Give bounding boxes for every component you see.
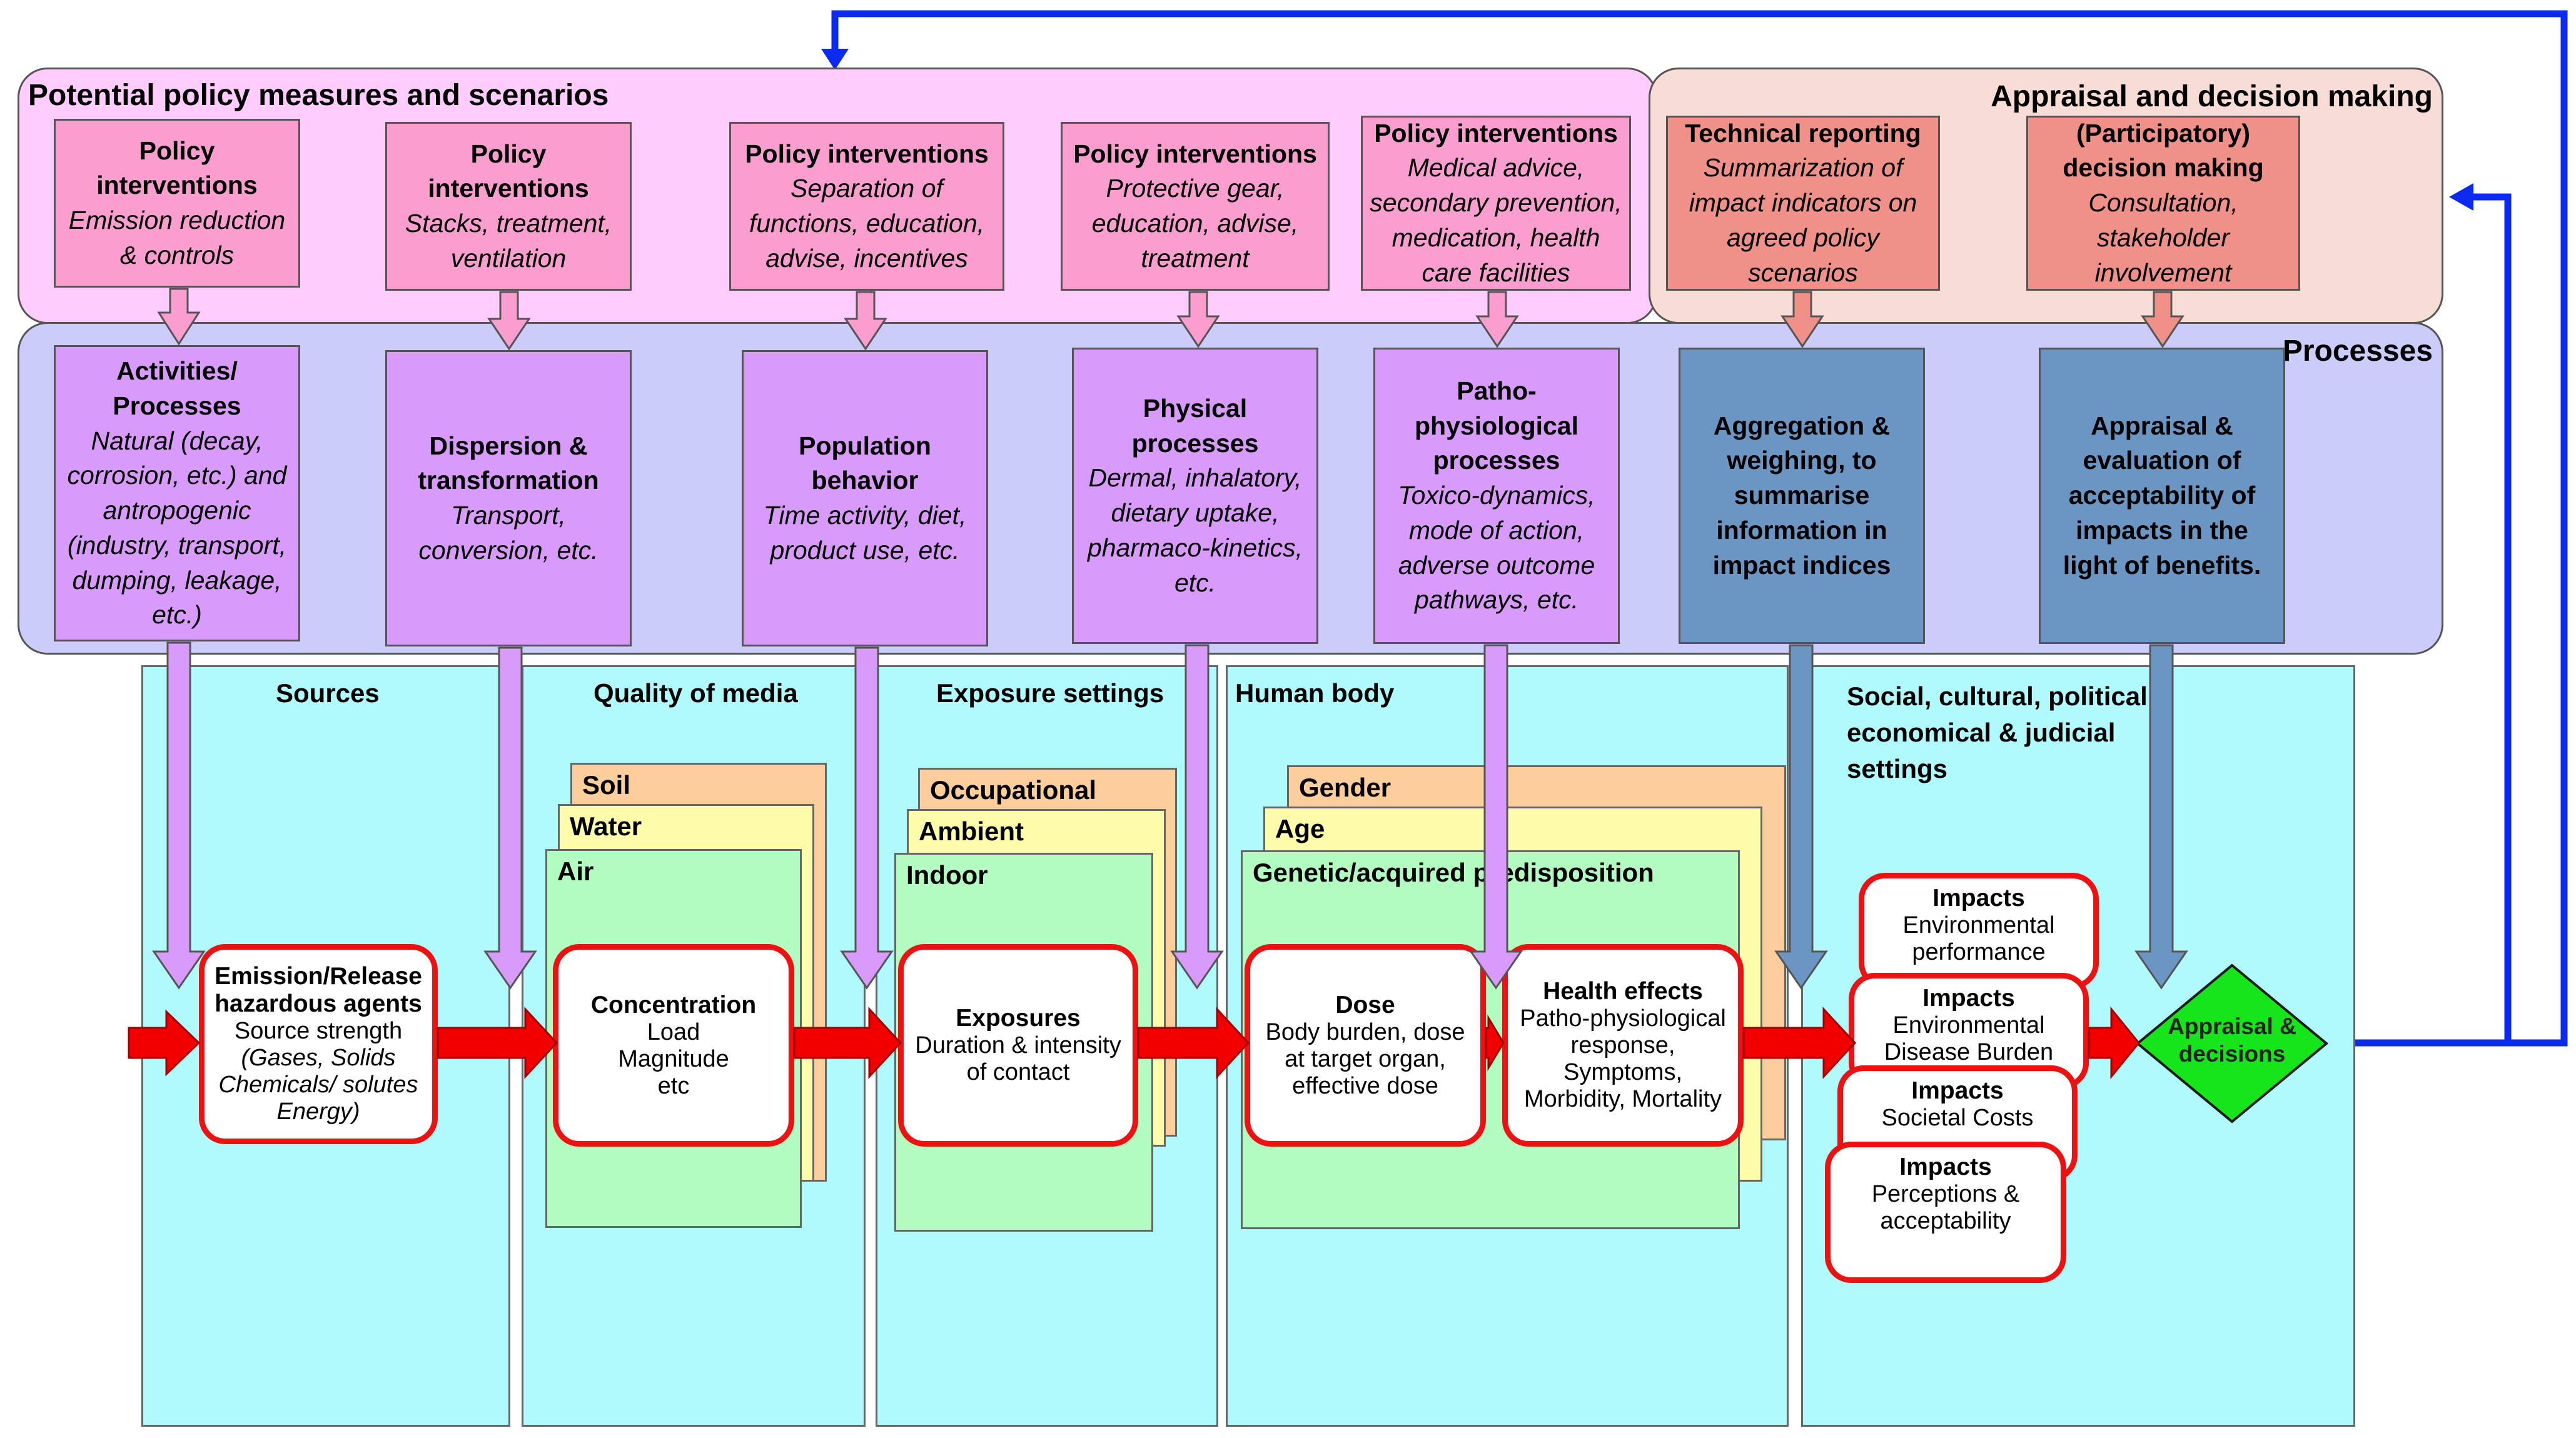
- chain-title: Emission/Release hazardous agents: [215, 963, 422, 1018]
- setting-title: Quality of media: [593, 678, 798, 708]
- chain-box-emission: Emission/Release hazardous agents Source…: [199, 944, 438, 1144]
- setting-title: Exposure settings: [936, 678, 1164, 708]
- policy-box-title: Policy interventions: [1073, 139, 1317, 168]
- impact-line: Societal Costs: [1881, 1105, 2034, 1132]
- feedback-arrowhead: [821, 49, 849, 70]
- process-box-desc: Time activity, diet, product use, etc.: [763, 501, 967, 565]
- policy-box-desc: Medical advice, secondary prevention, me…: [1370, 153, 1622, 287]
- decision-label-line: decisions: [2178, 1041, 2286, 1067]
- appraisal-band-title: Appraisal and decision making: [1991, 80, 2433, 113]
- process-box-title: Patho-physiological processes: [1415, 376, 1578, 475]
- chain-line: response,: [1570, 1032, 1675, 1059]
- feedback-line-right: [2470, 193, 2512, 1043]
- process-box-title: Population behavior: [799, 431, 931, 495]
- policy-box-desc: Protective gear, education, advise, trea…: [1091, 174, 1299, 273]
- policy-box-protective: Policy interventions Protective gear, ed…: [1061, 122, 1330, 291]
- decision-making-desc: Consultation, stakeholder involvement: [2088, 188, 2238, 287]
- chain-title: Health effects: [1543, 978, 1703, 1005]
- decision-making-box: (Participatory) decision making Consulta…: [2026, 116, 2300, 291]
- impact-line: Environmental: [1892, 1012, 2045, 1039]
- process-box-title: Activities/ Processes: [113, 356, 241, 420]
- impact-box-environmental-performance: Impacts Environmental performance: [1859, 873, 2099, 989]
- impact-line: Disease Burden: [1884, 1039, 2054, 1065]
- process-box-desc: Dermal, inhalatory, dietary uptake, phar…: [1087, 463, 1303, 597]
- chain-box-dose: Dose Body burden, dose at target organ, …: [1245, 944, 1486, 1147]
- impact-title: Impacts: [1911, 1077, 2004, 1104]
- chain-line: Source strength: [234, 1018, 403, 1045]
- policy-band-title: Potential policy measures and scenarios: [28, 79, 609, 112]
- process-box-desc: Natural (decay, corrosion, etc.) and ant…: [67, 426, 287, 630]
- chain-line: Magnitude: [618, 1045, 729, 1072]
- chain-line: Duration & intensity: [915, 1032, 1121, 1059]
- setting-title: Sources: [276, 678, 380, 708]
- chain-line: Patho-physiological: [1520, 1005, 1726, 1032]
- policy-box-title: Policy interventions: [1374, 118, 1618, 148]
- impact-box-perceptions: Impacts Perceptions & acceptability: [1825, 1142, 2066, 1283]
- process-box-title: Aggregation & weighing, to summarise inf…: [1712, 411, 1891, 580]
- policy-box-desc: Separation of functions, education, advi…: [749, 174, 985, 273]
- setting-title: Social, cultural, political, economical …: [1847, 681, 2155, 783]
- chain-line: of contact: [966, 1059, 1070, 1086]
- policy-box-desc: Emission reduction & controls: [68, 206, 286, 269]
- process-box-title: Physical processes: [1131, 393, 1259, 458]
- decision-label: Appraisal & decisions: [2166, 1013, 2298, 1068]
- chain-box-concentration: Concentration Load Magnitude etc: [553, 944, 794, 1147]
- policy-box-title: Policy interventions: [745, 139, 989, 168]
- chain-line: at target organ,: [1285, 1045, 1446, 1072]
- feedback-arrowhead-right: [2449, 183, 2473, 211]
- setting-title: Human body: [1235, 678, 1395, 708]
- policy-box-desc: Stacks, treatment, ventilation: [405, 209, 612, 273]
- chain-line: Body burden, dose: [1265, 1018, 1465, 1045]
- policy-box-separation: Policy interventions Separation of funct…: [729, 122, 1004, 291]
- process-box-activities: Activities/ Processes Natural (decay, co…: [54, 345, 300, 641]
- feedback-line: [831, 10, 2568, 1047]
- chain-box-health-effects: Health effects Patho-physiological respo…: [1502, 944, 1744, 1147]
- impact-title: Impacts: [1899, 1154, 1992, 1180]
- impact-title: Impacts: [1922, 985, 2015, 1012]
- chain-line: Chemicals/ solutes: [218, 1072, 418, 1099]
- process-box-patho: Patho-physiological processes Toxico-dyn…: [1373, 348, 1620, 644]
- process-box-appraisal: Appraisal & evaluation of acceptability …: [2039, 348, 2285, 644]
- chain-line: Load: [647, 1018, 700, 1045]
- process-box-title: Dispersion & transformation: [418, 431, 599, 495]
- impact-line: Environmental: [1902, 912, 2055, 939]
- process-box-physical: Physical processes Dermal, inhalatory, d…: [1072, 348, 1318, 644]
- technical-reporting-desc: Summarization of impact indicators on ag…: [1689, 153, 1917, 287]
- impact-line: acceptability: [1880, 1208, 2011, 1234]
- chain-title: Dose: [1335, 991, 1395, 1018]
- process-box-title: Appraisal & evaluation of acceptability …: [2063, 411, 2261, 580]
- decision-making-title: (Participatory) decision making: [2063, 118, 2264, 183]
- chain-line: effective dose: [1292, 1072, 1438, 1099]
- policy-box-stacks: Policy interventions Stacks, treatment, …: [385, 122, 632, 291]
- decision-diamond: [2135, 963, 2329, 1124]
- technical-reporting-title: Technical reporting: [1685, 118, 1921, 148]
- process-box-desc: Transport, conversion, etc.: [418, 501, 599, 565]
- chain-title: Concentration: [590, 991, 757, 1018]
- process-box-population: Population behavior Time activity, diet,…: [742, 350, 988, 646]
- process-box-desc: Toxico-dynamics, mode of action, adverse…: [1398, 481, 1595, 615]
- chain-line: (Gases, Solids: [241, 1045, 396, 1072]
- chain-line: Morbidity, Mortality: [1523, 1085, 1722, 1112]
- chain-title: Exposures: [956, 1005, 1081, 1032]
- policy-box-emission: Policy interventions Emission reduction …: [54, 119, 300, 288]
- policy-box-medical: Policy interventions Medical advice, sec…: [1361, 116, 1631, 291]
- impact-title: Impacts: [1932, 885, 2025, 912]
- policy-box-title: Policy interventions: [96, 136, 258, 200]
- chain-line: Energy): [276, 1099, 360, 1125]
- chain-line: Symptoms,: [1563, 1059, 1683, 1086]
- chain-line: etc: [657, 1072, 690, 1099]
- decision-label-line: Appraisal &: [2168, 1013, 2296, 1039]
- impact-line: Perceptions &: [1871, 1181, 2020, 1208]
- process-box-aggregation: Aggregation & weighing, to summarise inf…: [1679, 348, 1925, 644]
- impact-line: performance: [1912, 939, 2046, 965]
- policy-box-title: Policy interventions: [428, 139, 589, 203]
- chain-box-exposures: Exposures Duration & intensity of contac…: [898, 944, 1138, 1147]
- technical-reporting-box: Technical reporting Summarization of imp…: [1666, 116, 1940, 291]
- process-box-dispersion: Dispersion & transformation Transport, c…: [385, 350, 632, 646]
- processes-band-title: Processes: [2282, 334, 2433, 368]
